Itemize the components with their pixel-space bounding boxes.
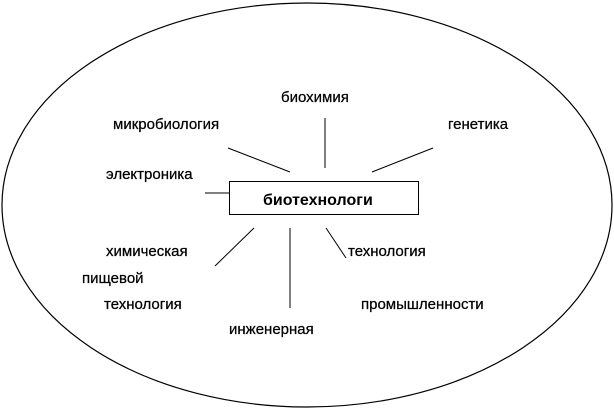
label-biochemistry: биохимия — [281, 89, 349, 106]
connector-microbiology — [227, 147, 291, 173]
label-technology-right: технология — [348, 243, 426, 260]
center-box — [229, 181, 419, 215]
label-engineering: инженерная — [229, 321, 314, 338]
label-technology-left: технология — [104, 296, 182, 313]
label-industry: промышленности — [361, 296, 484, 313]
label-food: пищевой — [82, 270, 144, 287]
connector-technology-right — [325, 227, 347, 259]
label-chemical: химическая — [106, 243, 188, 260]
label-microbiology: микробиология — [113, 116, 220, 133]
center-label: биотехнологи — [263, 192, 373, 209]
connector-genetics — [371, 147, 434, 173]
connector-chemical — [214, 227, 255, 267]
label-electronics: электроника — [106, 166, 193, 183]
label-genetics: генетика — [448, 116, 509, 133]
